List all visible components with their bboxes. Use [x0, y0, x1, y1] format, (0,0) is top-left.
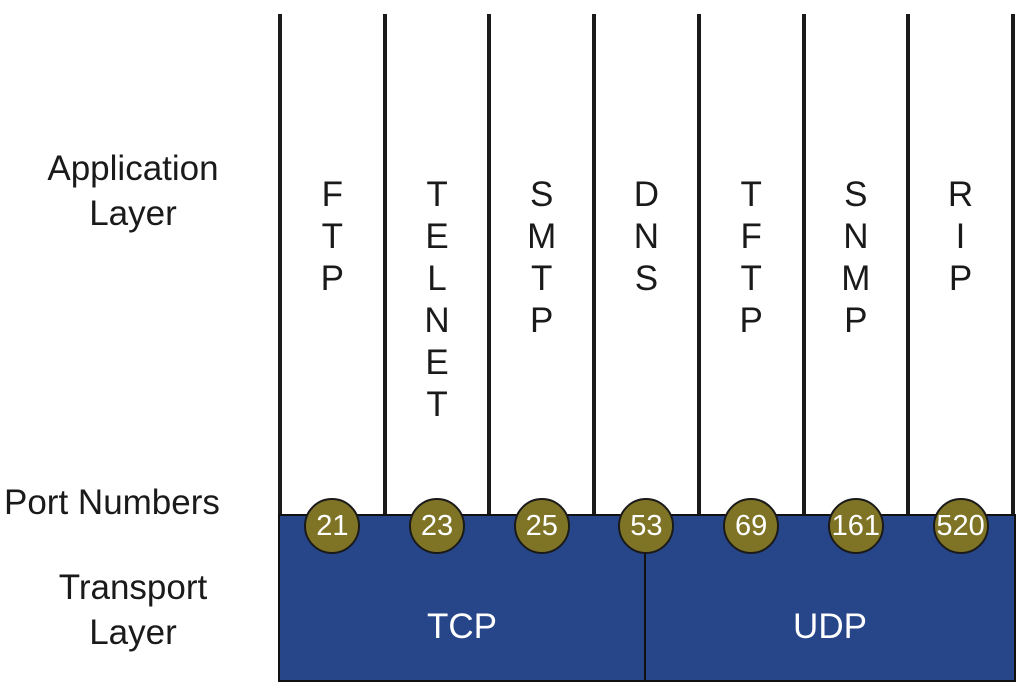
- column-divider: [487, 14, 492, 516]
- column-divider: [1010, 14, 1015, 516]
- port-number-circle: 161: [827, 498, 884, 554]
- port-number-circle: 21: [304, 498, 361, 554]
- port-number-circle: 69: [723, 498, 780, 554]
- transport-divider: [644, 538, 646, 682]
- column-divider: [801, 14, 806, 516]
- column-divider: [592, 14, 597, 516]
- column-divider: [696, 14, 701, 516]
- port-number-circle: 520: [932, 498, 989, 554]
- column-divider: [906, 14, 911, 516]
- port-number-circle: 23: [409, 498, 466, 554]
- tcp-label: TCP: [427, 607, 497, 646]
- port-numbers-label: Port Numbers: [4, 483, 220, 522]
- column-divider: [382, 14, 387, 516]
- port-number-circle: 25: [513, 498, 570, 554]
- port-number-circle: 53: [618, 498, 675, 554]
- transport-layer-label: Transport Layer: [58, 568, 208, 652]
- udp-label: UDP: [793, 607, 867, 646]
- application-layer-label: Application Layer: [47, 149, 219, 233]
- column-divider: [278, 14, 282, 516]
